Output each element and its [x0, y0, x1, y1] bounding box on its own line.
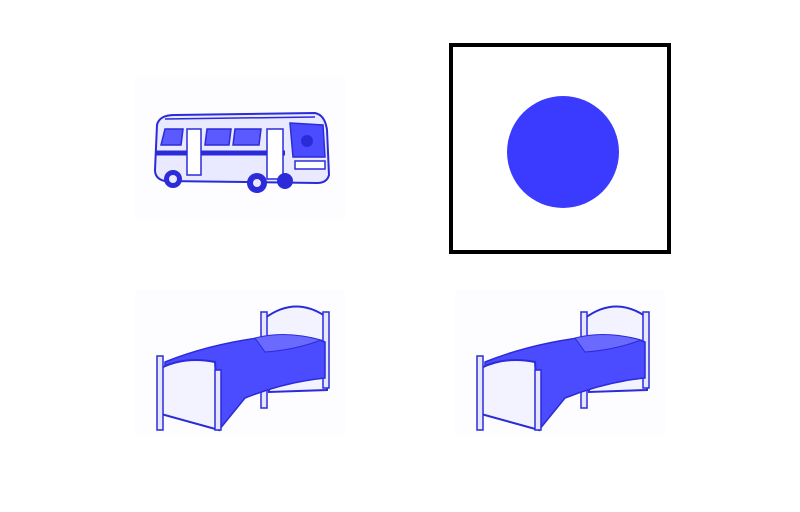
bed-icon	[476, 305, 650, 432]
target-dot-tile[interactable]	[449, 43, 671, 254]
bed-icon	[156, 305, 330, 432]
bus-tile[interactable]	[135, 75, 345, 220]
bus-icon	[153, 111, 331, 193]
circle-icon	[507, 96, 619, 208]
bed-tile-right[interactable]	[455, 290, 665, 435]
bed-tile-left[interactable]	[135, 290, 345, 435]
